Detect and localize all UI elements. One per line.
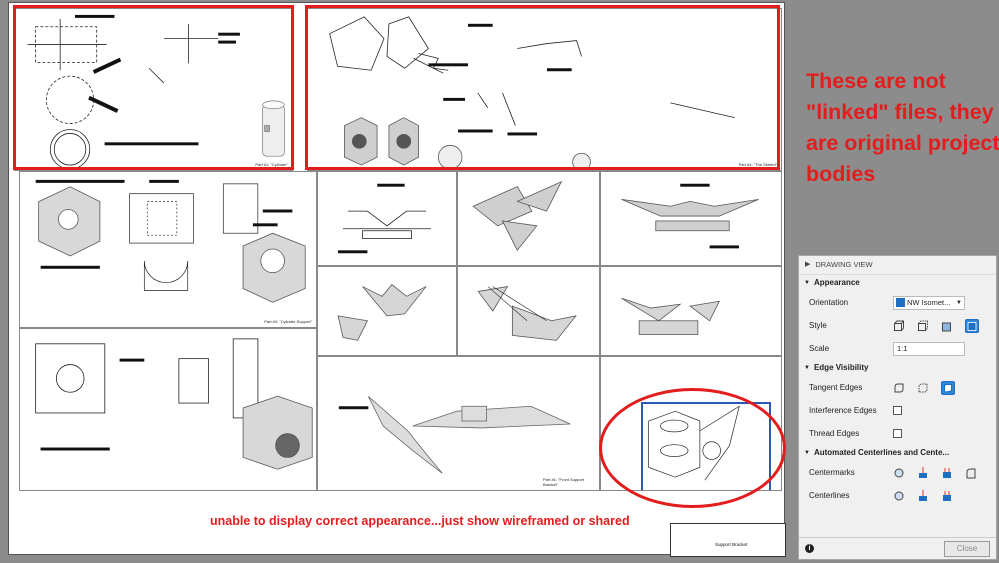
annotation-note-bottom: unable to display correct appearance...j… bbox=[210, 514, 630, 528]
tangent-dashed-icon[interactable] bbox=[917, 382, 929, 394]
mid-2-drawing bbox=[472, 180, 563, 252]
mid-4-drawing bbox=[337, 284, 427, 341]
panel-footer: i Close bbox=[799, 537, 996, 559]
orientation-value: NW Isomet... bbox=[907, 298, 951, 307]
row-centermarks: Centermarks bbox=[799, 461, 996, 484]
orientation-dropdown[interactable]: NW Isomet... ▼ bbox=[893, 295, 965, 310]
chevron-down-icon: ▼ bbox=[804, 280, 810, 286]
section-edge-visibility-label: Edge Visibility bbox=[813, 363, 869, 372]
panel-title: DRAWING VIEW bbox=[815, 260, 873, 269]
scale-label: Scale bbox=[809, 344, 830, 353]
info-icon[interactable]: i bbox=[805, 544, 814, 553]
centermark-arc-icon[interactable] bbox=[965, 467, 977, 479]
row-orientation: Orientation NW Isomet... ▼ bbox=[799, 291, 996, 314]
view-mid-5[interactable] bbox=[457, 266, 600, 356]
bottom-left-drawing bbox=[35, 338, 313, 470]
cube-icon bbox=[896, 298, 905, 307]
tangent-edges-label: Tangent Edges bbox=[809, 383, 863, 392]
interference-edges-label: Interference Edges bbox=[809, 406, 877, 415]
mid-6-drawing bbox=[621, 297, 721, 335]
tangent-off-icon[interactable] bbox=[893, 382, 905, 394]
annotation-note-right: These are not "linked" files, they are o… bbox=[806, 69, 999, 186]
close-button[interactable]: Close bbox=[944, 540, 990, 557]
collapse-icon[interactable]: ▶ bbox=[805, 261, 811, 268]
mid-3-drawing bbox=[621, 183, 759, 249]
view-bottom-left[interactable] bbox=[19, 328, 317, 491]
row-tangent-edges: Tangent Edges bbox=[799, 376, 996, 399]
shaded-hidden-edges-icon[interactable] bbox=[965, 318, 979, 333]
centermark-hole-icon[interactable] bbox=[893, 467, 905, 479]
section-centerlines-label: Automated Centerlines and Cente... bbox=[813, 448, 950, 457]
drawing-sheet: Part #1: "Cylinder" bbox=[8, 2, 786, 557]
thread-edges-label: Thread Edges bbox=[809, 429, 860, 438]
caption-cylinder-support: Part #3: "Cylinder Support" bbox=[264, 319, 312, 324]
shaded-icon[interactable] bbox=[941, 320, 953, 332]
mid-5-drawing bbox=[477, 286, 577, 341]
centerline-fillet-icon[interactable] bbox=[917, 489, 929, 502]
visible-edges-icon[interactable] bbox=[893, 320, 905, 332]
view-cylinder-support[interactable]: Part #3: "Cylinder Support" bbox=[19, 171, 317, 328]
section-appearance-label: Appearance bbox=[813, 278, 860, 287]
view-skirted[interactable]: Part #4: "The Skirted" bbox=[307, 8, 782, 171]
skirted-drawing bbox=[329, 16, 735, 170]
mid-1-drawing bbox=[338, 183, 432, 254]
red-annotation-box-left bbox=[13, 5, 294, 170]
style-label: Style bbox=[809, 321, 827, 330]
view-front-support[interactable]: Part #1: "Front Support Bracket" bbox=[317, 356, 600, 491]
chevron-down-icon: ▼ bbox=[956, 299, 962, 306]
row-thread-edges: Thread Edges bbox=[799, 422, 996, 445]
row-interference-edges: Interference Edges bbox=[799, 399, 996, 422]
thread-edges-checkbox[interactable] bbox=[893, 429, 902, 438]
caption-skirted: Part #4: "The Skirted" bbox=[738, 162, 777, 167]
hidden-edges-icon[interactable] bbox=[917, 320, 929, 332]
red-annotation-box-right bbox=[305, 5, 780, 170]
title-block: Support Bracket bbox=[670, 523, 786, 557]
centermark-fillet-icon[interactable] bbox=[917, 466, 929, 479]
view-mid-6[interactable] bbox=[600, 266, 782, 356]
scale-field[interactable]: 1:1 bbox=[893, 341, 965, 356]
panel-header[interactable]: ▶ DRAWING VIEW bbox=[799, 256, 996, 275]
centerline-slot-icon[interactable] bbox=[941, 490, 953, 502]
view-mid-2[interactable] bbox=[457, 171, 600, 266]
row-centerlines: Centerlines bbox=[799, 484, 996, 507]
view-mid-4[interactable] bbox=[317, 266, 457, 356]
interference-edges-checkbox[interactable] bbox=[893, 406, 902, 415]
tangent-on-icon[interactable] bbox=[941, 380, 955, 395]
drawing-view-panel: ▶ DRAWING VIEW ▼ Appearance Orientation … bbox=[798, 255, 997, 560]
chevron-down-icon: ▼ bbox=[804, 450, 810, 456]
caption-front-support: Part #1: "Front Support Bracket" bbox=[543, 477, 584, 487]
caption-cylinder: Part #1: "Cylinder" bbox=[255, 162, 288, 167]
title-block-text: Support Bracket bbox=[715, 542, 748, 547]
section-centerlines[interactable]: ▼ Automated Centerlines and Cente... bbox=[799, 445, 996, 461]
orientation-label: Orientation bbox=[809, 298, 849, 307]
view-mid-3[interactable] bbox=[600, 171, 782, 266]
cylinder-support-drawing bbox=[35, 179, 306, 303]
front-support-drawing bbox=[338, 396, 571, 474]
centermarks-label: Centermarks bbox=[809, 468, 855, 477]
red-annotation-oval bbox=[599, 388, 786, 508]
centerlines-label: Centerlines bbox=[809, 491, 850, 500]
centermark-slot-icon[interactable] bbox=[941, 467, 953, 479]
row-scale: Scale 1:1 bbox=[799, 337, 996, 360]
section-edge-visibility[interactable]: ▼ Edge Visibility bbox=[799, 360, 996, 376]
view-mid-1[interactable] bbox=[317, 171, 457, 266]
section-appearance[interactable]: ▼ Appearance bbox=[799, 275, 996, 291]
row-style: Style bbox=[799, 314, 996, 337]
chevron-down-icon: ▼ bbox=[804, 365, 810, 371]
centerline-hole-icon[interactable] bbox=[893, 490, 905, 502]
view-cylinder[interactable]: Part #1: "Cylinder" bbox=[14, 8, 293, 171]
